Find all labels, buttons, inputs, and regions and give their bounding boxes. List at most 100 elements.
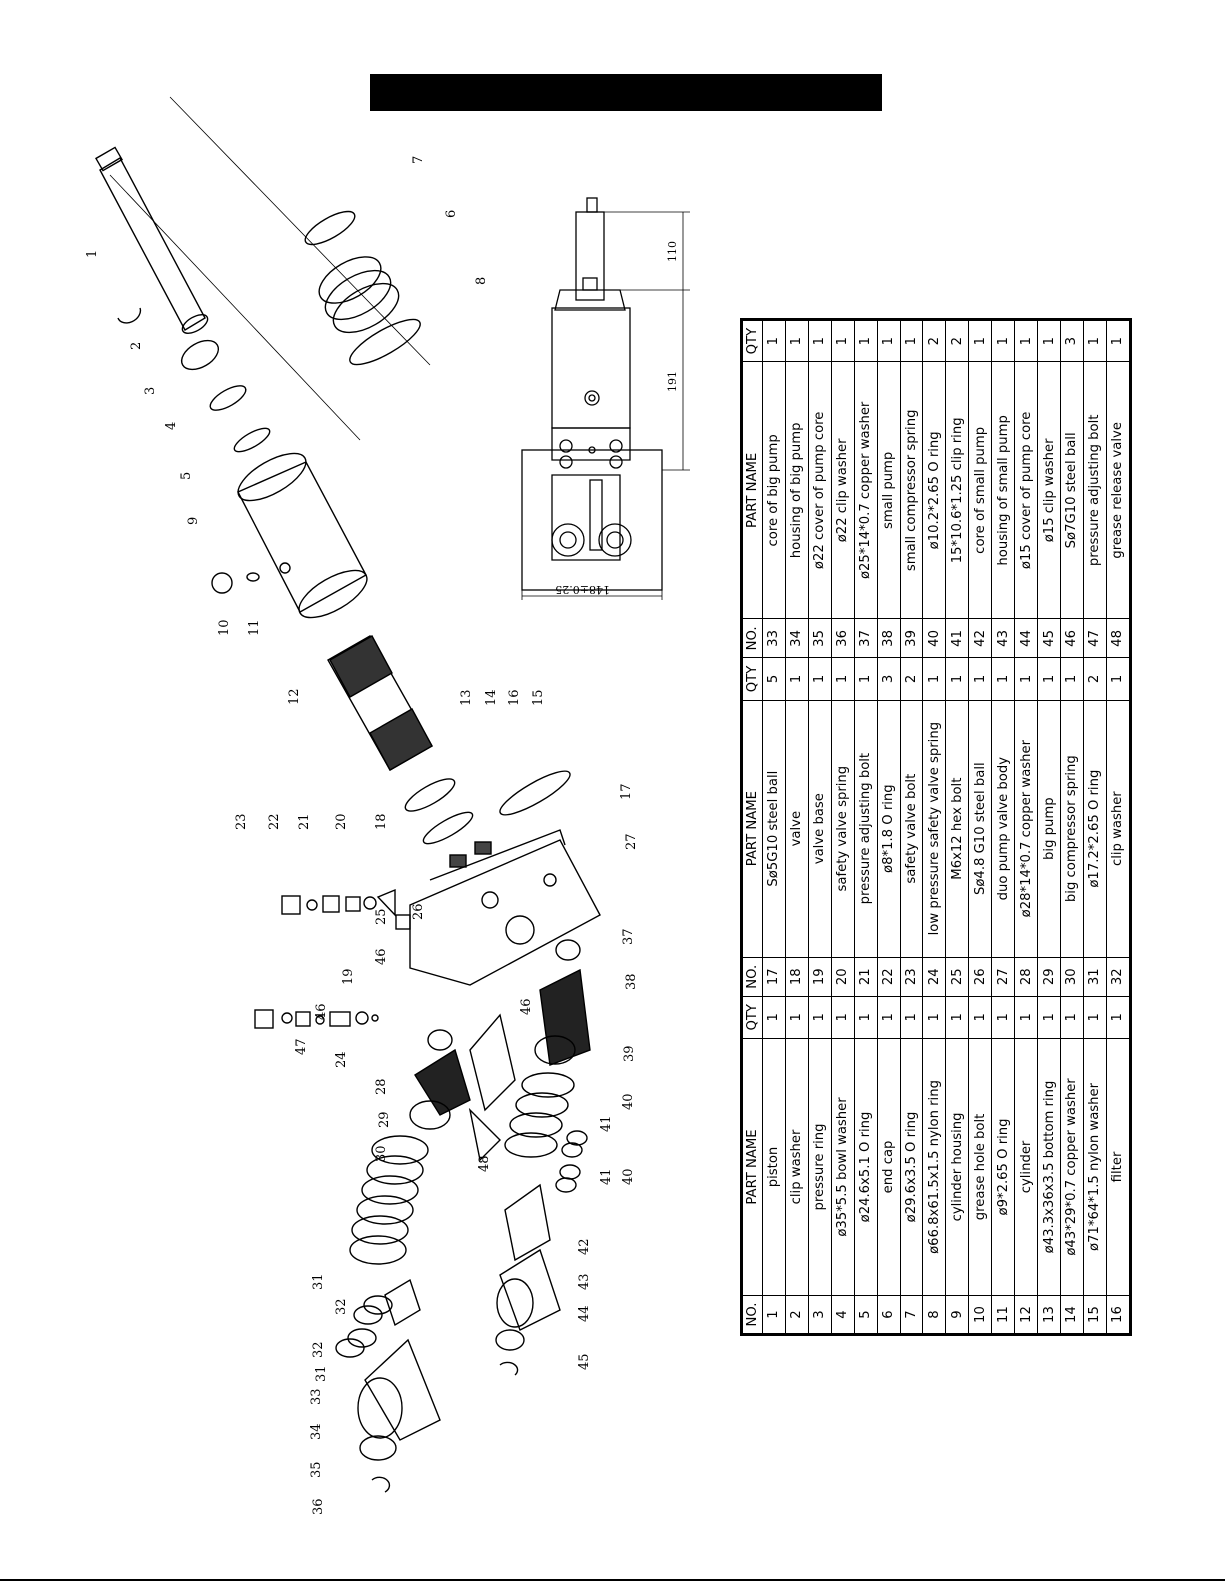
cell-part-name: valve [785,700,809,958]
part-cylinder-housing [237,452,368,619]
cell-qty: 5 [762,657,786,701]
header-qty: QTY [741,657,763,701]
callout-43: 43 [577,1273,592,1290]
cell-qty: 1 [831,996,855,1039]
dimension-width: 148±0.25 [555,583,610,596]
cell-no: 4 [831,1295,855,1335]
callout-7: 7 [411,156,426,164]
callout-23: 23 [234,813,249,830]
cell-no: 37 [854,618,878,658]
cell-qty: 1 [1037,996,1061,1039]
part-core-big-pump [384,1278,421,1327]
parts-table: NO. PART NAME QTY NO. PART NAME QTY NO. … [740,318,1132,1336]
callout-29: 29 [377,1111,392,1128]
callout-14: 14 [484,689,499,706]
cell-no: 5 [854,1295,878,1335]
cell-no: 23 [900,957,923,997]
cell-part-name: clip washer [785,1038,809,1296]
cell-part-name: clip washer [1106,700,1131,958]
part-bowl-washer [209,385,247,411]
callout-27: 27 [624,833,639,850]
cell-no: 43 [991,618,1015,658]
callout-30: 30 [374,1145,389,1162]
cell-qty: 1 [1083,996,1107,1039]
cell-part-name: Sø5G10 steel ball [762,700,786,958]
cell-part-name: ø15 cover of pump core [1014,361,1038,619]
part-big-spring [349,1135,429,1265]
cell-part-name: ø9*2.65 O ring [991,1038,1015,1296]
cell-qty: 1 [968,657,992,701]
cell-qty: 1 [854,319,878,362]
part-copper-washer-28 [427,1029,453,1051]
cell-qty: 1 [808,657,832,701]
callout-10: 10 [217,619,232,636]
part-o-ring-11 [246,572,260,582]
callout-4: 4 [164,422,179,430]
cell-no: 27 [991,957,1015,997]
cell-no: 47 [1083,618,1107,658]
header-no: NO. [741,618,763,658]
assembly-valve-body [521,449,663,591]
cell-no: 39 [900,618,923,658]
cell-part-name: safety valve bolt [900,700,923,958]
callout-8: 8 [474,277,489,285]
callout-12: 12 [287,688,302,705]
cell-qty: 1 [991,319,1015,362]
cell-part-name: filter [1106,1038,1131,1296]
cell-part-name: housing of small pump [991,361,1015,619]
cell-qty: 1 [945,657,969,701]
cell-part-name: ø28*14*0.7 copper washer [1014,700,1038,958]
callout-33: 33 [309,1388,324,1405]
cell-part-name: ø10.2*2.65 O ring [922,361,946,619]
cell-qty: 1 [922,996,946,1039]
callout-41a: 41 [599,1115,614,1132]
cell-no: 3 [808,1295,832,1335]
cell-no: 21 [854,957,878,997]
cell-no: 29 [1037,957,1061,997]
header-no: NO. [741,1295,763,1335]
cell-part-name: M6x12 hex bolt [945,700,969,958]
callout-6: 6 [444,210,459,218]
cell-part-name: ø43.3x36x3.5 bottom ring [1037,1038,1061,1296]
cell-qty: 3 [877,657,901,701]
cell-qty: 1 [900,319,923,362]
assembly-top-shaft [575,211,605,301]
cell-qty: 1 [808,319,832,362]
cell-qty: 1 [877,319,901,362]
callout-3: 3 [143,387,158,395]
part-small-spring [504,1072,575,1158]
part-core-small-pump [504,1183,551,1262]
dimension-overall: 191 [666,371,679,392]
callout-32b: 32 [311,1341,326,1358]
cell-no: 7 [900,1295,923,1335]
cell-part-name: ø35*5.5 bowl washer [831,1038,855,1296]
cell-qty: 1 [808,996,832,1039]
callout-35: 35 [309,1461,324,1478]
assembly-body [551,307,631,429]
cell-no: 13 [1037,1295,1061,1335]
callout-16: 16 [507,689,522,706]
cell-part-name: big pump [1037,700,1061,958]
cell-qty: 1 [1106,657,1131,701]
callout-42: 42 [577,1238,592,1255]
cell-no: 15 [1083,1295,1107,1335]
cell-qty: 1 [854,657,878,701]
cell-part-name: cylinder [1014,1038,1038,1296]
cell-no: 30 [1060,957,1084,997]
cell-part-name: ø66.8x61.5x1.5 nylon ring [922,1038,946,1296]
cell-part-name: pressure adjusting bolt [1083,361,1107,619]
cell-qty: 1 [968,996,992,1039]
cell-part-name: end cap [877,1038,901,1296]
header-qty: QTY [741,996,763,1039]
dimension-top: 110 [666,241,679,262]
cell-part-name: ø17.2*2.65 O ring [1083,700,1107,958]
cell-part-name: safety valve spring [831,700,855,958]
cell-qty: 1 [1083,319,1107,362]
cell-qty: 2 [945,319,969,362]
